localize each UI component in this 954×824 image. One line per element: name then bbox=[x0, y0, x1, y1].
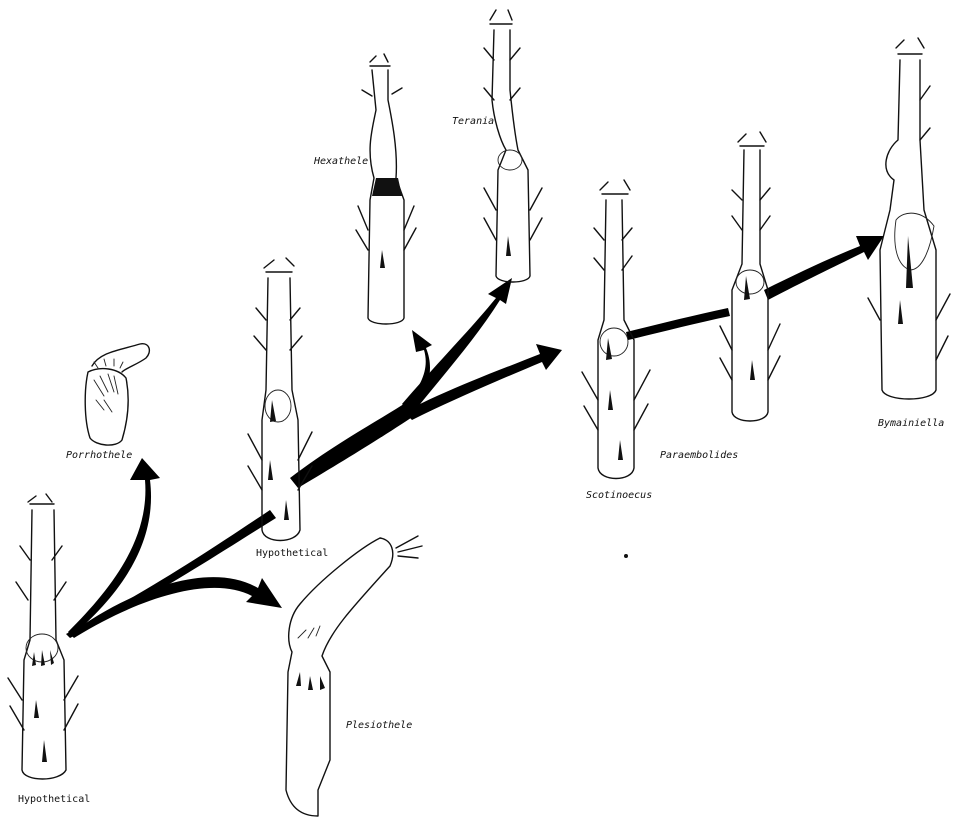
label-hypothetical-mid: Hypothetical bbox=[256, 548, 328, 559]
stray-mark bbox=[624, 554, 628, 558]
label-scotinoecus: Scotinoecus bbox=[586, 490, 652, 501]
arrow-main-trunk bbox=[290, 400, 420, 488]
label-plesiothele: Plesiothele bbox=[346, 720, 412, 731]
arrow-to-plesiothele bbox=[70, 577, 282, 638]
arrow-to-bymainiella bbox=[764, 236, 884, 300]
specimen-paraembolides bbox=[720, 132, 780, 421]
specimen-porrhothele bbox=[85, 344, 149, 445]
arrow-to-paraembolides bbox=[626, 308, 730, 340]
label-porrhothele: Porrhothele bbox=[66, 450, 132, 461]
specimen-hypothetical-mid bbox=[248, 258, 312, 541]
label-hexathele: Hexathele bbox=[314, 156, 368, 167]
label-hypothetical-base: Hypothetical bbox=[18, 794, 90, 805]
arrows bbox=[66, 236, 884, 638]
label-terania: Terania bbox=[452, 116, 494, 127]
label-paraembolides: Paraembolides bbox=[660, 450, 738, 461]
label-bymainiella: Bymainiella bbox=[878, 418, 944, 429]
specimen-hypothetical-base bbox=[8, 494, 78, 779]
specimen-bymainiella bbox=[868, 38, 950, 399]
specimen-plesiothele bbox=[286, 536, 422, 816]
specimen-terania bbox=[484, 10, 542, 282]
specimen-hexathele bbox=[356, 54, 416, 324]
